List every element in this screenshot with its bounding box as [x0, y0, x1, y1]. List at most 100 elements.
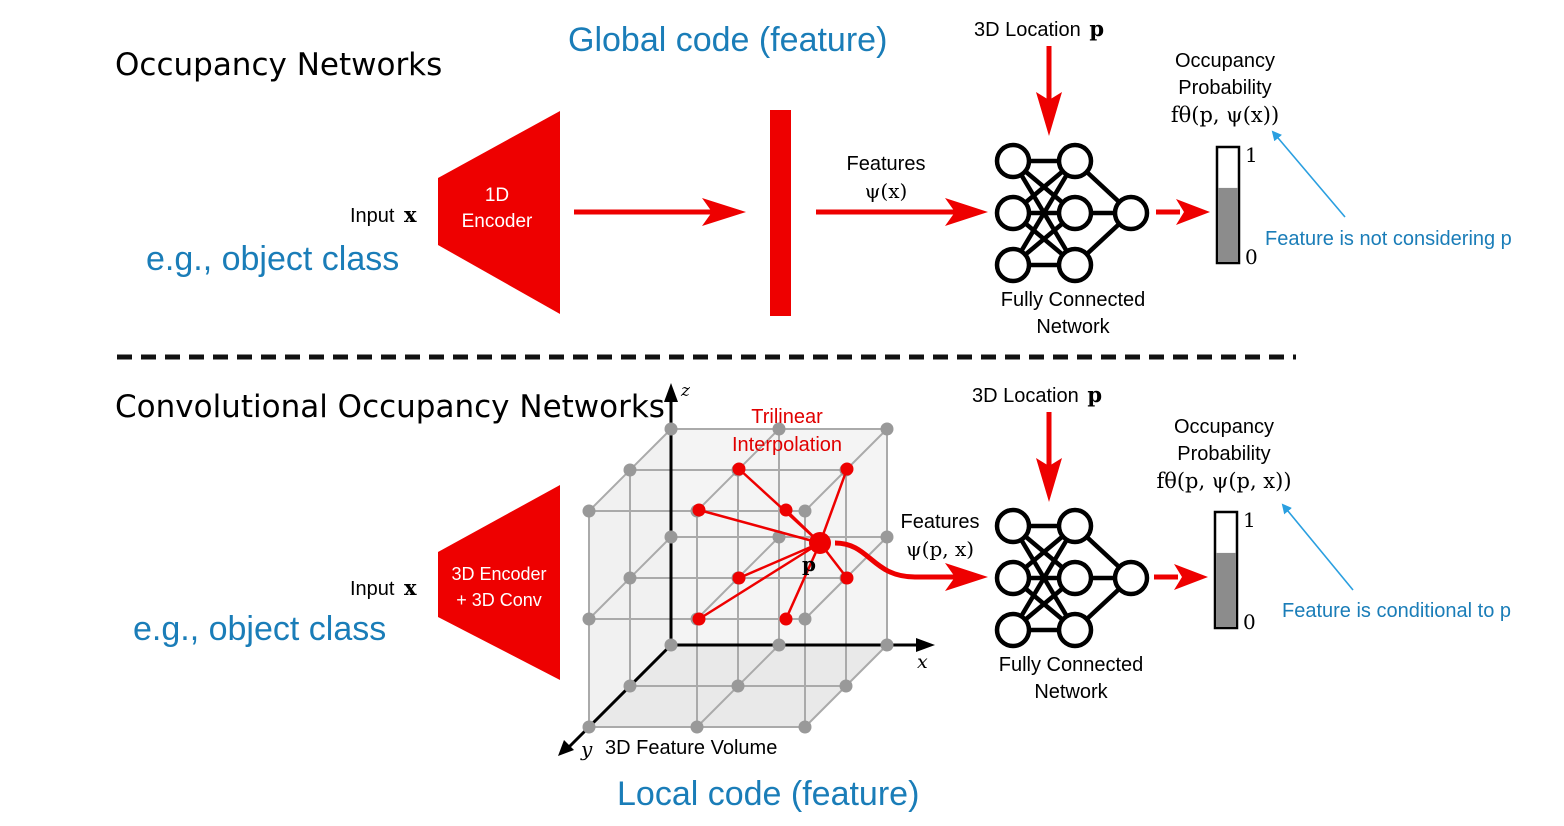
interpolation-spoke	[698, 541, 821, 621]
interp-line1: Trilinear	[751, 406, 823, 428]
grid-node	[798, 612, 812, 626]
axis-y	[564, 643, 673, 752]
axis-y-label: y	[581, 737, 593, 761]
top-encoder-label: 1D Encoder	[446, 183, 548, 235]
top-arrow-encoder-to-code	[574, 198, 746, 226]
bottom-encoder-trapezoid	[438, 485, 560, 680]
bottom-scale-min: 0	[1243, 610, 1256, 634]
bottom-features-math: ψ(p, x)	[905, 537, 975, 561]
bottom-example-label: e.g., object class	[133, 610, 387, 648]
bottom-encoder-label: 3D Encoder + 3D Conv	[440, 561, 558, 613]
grid-node	[664, 422, 678, 436]
top-annotation-arrow	[1271, 130, 1346, 218]
top-occupancy-line2: Probability	[1178, 77, 1272, 99]
local-code-label: Local code (feature)	[617, 775, 920, 813]
bottom-location-text: 3D Location	[972, 385, 1079, 407]
grid-node	[690, 720, 704, 734]
top-encoder-trapezoid	[438, 111, 560, 314]
axis-x-head	[916, 638, 935, 652]
top-location-symbol: p	[1089, 16, 1104, 41]
top-probability-gauge	[1215, 145, 1241, 265]
grid-node	[623, 679, 637, 693]
top-scale-min: 0	[1245, 245, 1258, 269]
top-occupancy-label: Occupancy Probability fθ(p, ψ(x))	[1150, 48, 1300, 129]
bottom-occupancy-line1: Occupancy	[1173, 416, 1275, 438]
top-arrow-location-down	[1036, 46, 1062, 136]
bottom-input-label: Input x	[350, 575, 417, 601]
top-fc-network-label: Fully Connected Network	[988, 287, 1158, 341]
network-node	[1056, 507, 1094, 545]
bottom-features-text: Features	[900, 511, 980, 533]
interpolation-spoke	[818, 468, 849, 544]
bottom-encoder-line1: 3D Encoder	[451, 564, 547, 584]
bottom-arrow-network-to-output	[1154, 564, 1208, 590]
bottom-fc-network-label: Fully Connected Network	[986, 652, 1156, 706]
top-example-label: e.g., object class	[146, 240, 400, 278]
top-occupancy-math: fθ(p, ψ(x))	[1170, 103, 1280, 127]
interpolation-neighbor-node	[732, 462, 746, 476]
bottom-fc-line1: Fully Connected	[998, 654, 1144, 676]
top-location-text: 3D Location	[974, 19, 1081, 41]
interpolation-neighbor-node	[692, 503, 706, 517]
network-node	[1112, 194, 1150, 232]
bottom-arrow-location-down	[1036, 412, 1062, 502]
grid-node	[623, 463, 637, 477]
bottom-fully-connected-network-icon	[994, 507, 1150, 649]
point-p-label: p	[802, 552, 816, 576]
network-edge	[1011, 524, 1077, 632]
bottom-occupancy-math: fθ(p, ψ(p, x))	[1156, 469, 1292, 493]
global-code-bar	[770, 110, 791, 316]
feature-volume-label: 3D Feature Volume	[605, 737, 778, 759]
network-node	[994, 559, 1032, 597]
grid-node	[798, 720, 812, 734]
network-node	[1056, 559, 1094, 597]
query-point-p	[809, 532, 831, 554]
top-encoder-line1: 1D	[484, 185, 510, 206]
network-node	[1056, 611, 1094, 649]
axis-z-label: z	[681, 381, 690, 401]
top-occupancy-line1: Occupancy	[1174, 50, 1276, 72]
grid-node	[798, 504, 812, 518]
bottom-annotation-note: Feature is conditional to p	[1282, 600, 1512, 622]
interpolation-spoke	[738, 541, 821, 580]
interpolation-neighbor-node	[840, 571, 854, 585]
interpolation-neighbor-node	[779, 612, 793, 626]
axis-y-head	[558, 740, 574, 756]
network-node	[1056, 194, 1094, 232]
bottom-location-symbol: p	[1087, 382, 1102, 407]
grid-node	[731, 679, 745, 693]
top-input-text: Input	[350, 205, 395, 227]
top-arrow-features-to-network	[816, 198, 988, 226]
top-fc-line1: Fully Connected	[1000, 289, 1146, 311]
network-node	[994, 142, 1032, 180]
bottom-occupancy-label: Occupancy Probability fθ(p, ψ(p, x))	[1124, 414, 1324, 495]
interpolation-spoke	[698, 508, 821, 545]
interpolation-neighbor-node	[779, 503, 793, 517]
interpolation-spoke	[784, 542, 822, 620]
top-scale-max: 1	[1245, 143, 1258, 167]
bottom-probability-gauge	[1213, 510, 1239, 630]
top-annotation-note: Feature is not considering p	[1265, 228, 1512, 250]
section-title-convolutional-occupancy-networks: Convolutional Occupancy Networks	[115, 389, 665, 425]
grid-node	[582, 720, 596, 734]
network-node	[994, 507, 1032, 545]
network-node	[1056, 246, 1094, 284]
bottom-encoder-line2: + 3D Conv	[456, 590, 542, 610]
axis-x-label: x	[917, 651, 928, 673]
network-node	[994, 194, 1032, 232]
grid-node	[623, 571, 637, 585]
top-arrow-network-to-output	[1156, 199, 1210, 225]
grid-node	[880, 530, 894, 544]
feature-volume	[558, 383, 935, 756]
bottom-scale-max: 1	[1243, 508, 1256, 532]
network-node	[1112, 559, 1150, 597]
interpolation-neighbor-node	[840, 462, 854, 476]
network-node	[1056, 142, 1094, 180]
global-code-label: Global code (feature)	[568, 21, 888, 59]
grid-node	[664, 530, 678, 544]
bottom-input-symbol: x	[404, 575, 417, 600]
grid-node	[582, 504, 596, 518]
grid-node	[839, 679, 853, 693]
bottom-features-label: Features ψ(p, x)	[880, 509, 1000, 563]
grid-node	[582, 612, 596, 626]
